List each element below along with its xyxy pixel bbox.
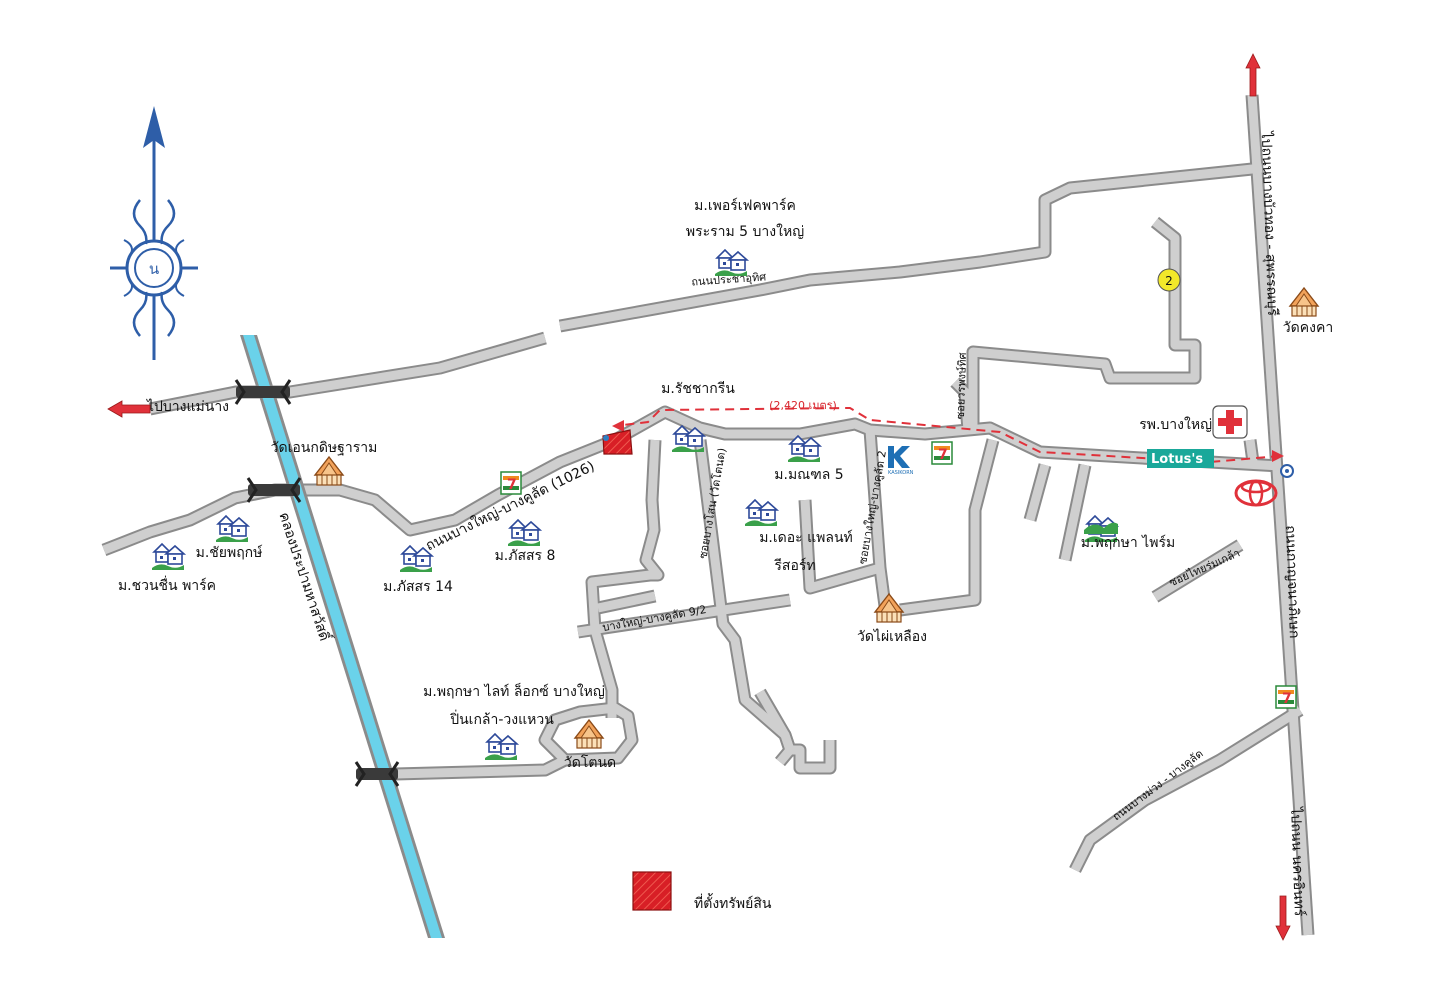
moncha-5-label: ม.มณฑล 5 xyxy=(774,467,843,483)
the-planet-label-2: รีสอร์ท xyxy=(774,557,816,574)
road-label-kanchanaphisek-bottom: ไปถนน นครอินทร์ xyxy=(1287,806,1308,917)
road-segment xyxy=(1247,94,1313,936)
road-segment xyxy=(800,429,885,593)
compass-letter: น xyxy=(149,260,159,278)
seven-eleven-icon xyxy=(500,471,522,495)
legend: ที่ตั้งทรัพย์สิน xyxy=(632,871,772,912)
phatsorn-14-label: ม.ภัสสร 14 xyxy=(383,579,453,595)
arrow-north xyxy=(1245,53,1261,97)
hospital-label: รพ.บางใหญ่ xyxy=(1139,416,1212,433)
lotus-label: Lotus's xyxy=(1151,452,1203,467)
phruksa-lite-label-2: ปิ่นเกล้า-วงแหวน xyxy=(450,710,555,728)
ratcha-green-label: ม.รัชชากรีน xyxy=(661,381,735,397)
legend-label: ที่ตั้งทรัพย์สิน xyxy=(694,893,772,912)
house-icon xyxy=(484,733,518,761)
property-marker xyxy=(602,429,633,455)
house-icon xyxy=(151,543,185,571)
road-segment xyxy=(587,439,663,718)
kasikorn-bank-icon: KASIKORN xyxy=(888,446,914,476)
road-label-prachautid: ถนนประชาอุทิศ xyxy=(691,270,767,288)
house-icon xyxy=(215,515,249,543)
arrow-west xyxy=(107,400,151,418)
kasikorn-label: KASIKORN xyxy=(888,470,914,476)
road-label-soi-wat-khun: ซอยวรพงษ์ทิศ xyxy=(954,352,969,419)
temple-icon xyxy=(314,456,344,486)
the-planet-label-1: ม.เดอะ แพลนท์ xyxy=(759,529,853,546)
phruksa-lite-label-1: ม.พฤกษา ไลท์ ล็อกซ์ บางใหญ่ xyxy=(423,682,605,700)
wat-khongkha-label: วัดคงคา xyxy=(1283,320,1333,336)
road-segment xyxy=(394,755,568,779)
chuan-chuen-label: ม.ชวนชื่น พาร์ค xyxy=(118,576,216,594)
hospital-icon xyxy=(1212,405,1248,439)
road-segment xyxy=(597,591,656,613)
bridge-middle xyxy=(246,477,302,503)
perfect-park-label-2: พระราม 5 บางใหญ่ xyxy=(686,223,804,240)
wat-phai-lueang-label: วัดไผ่เหลือง xyxy=(857,628,927,645)
road-label-bangmuang-bangkulad: ถนนบางม่วง - บางคูลัด xyxy=(1110,747,1205,823)
toyota-logo xyxy=(1234,479,1278,507)
route-number-marker: 2 xyxy=(1157,268,1181,292)
bridge-south xyxy=(354,761,400,787)
house-icon xyxy=(507,519,541,547)
seven-eleven-icon xyxy=(1275,685,1297,709)
road-label-kanchanaphisek-mid: ถนนกาญจนาภิเษก xyxy=(1282,525,1302,639)
phatsorn-8-label: ม.ภัสสร 8 xyxy=(495,548,556,564)
wat-en-kittitaram-label: วัดเอนกดิษฐาราม xyxy=(271,440,378,456)
lotus-logo: Lotus's xyxy=(1147,449,1214,468)
junction-icon xyxy=(1280,464,1294,478)
road-segment-outline xyxy=(558,161,1263,333)
arrow-south xyxy=(1275,895,1291,941)
wat-ton-label: วัดโตนด xyxy=(564,754,616,771)
road-segment xyxy=(899,438,998,615)
house-icon xyxy=(744,499,778,527)
distance-label: (2,420 เมตร) xyxy=(769,399,837,412)
road-segment xyxy=(1060,464,1090,561)
road-label-to-bang-mae-nang: ไปบางแม่นาง xyxy=(146,398,229,415)
chaiyaphruk-label: ม.ชัยพฤกษ์ xyxy=(196,544,263,561)
phruksa-prime-label: ม.พฤกษา ไพร์ม xyxy=(1081,534,1175,551)
seven-eleven-icon xyxy=(931,441,953,465)
road-segment xyxy=(1152,541,1243,601)
road-segment xyxy=(577,595,791,637)
road-segment xyxy=(1245,439,1258,463)
legend-swatch xyxy=(632,871,672,911)
canal xyxy=(240,335,445,938)
park-icon xyxy=(1084,522,1118,534)
road-segment xyxy=(559,163,1263,331)
road-segment xyxy=(1070,706,1303,873)
perfect-park-label-1: ม.เพอร์เฟคพาร์ค xyxy=(694,197,796,214)
route-number: 2 xyxy=(1165,274,1173,288)
road-segment xyxy=(1025,463,1050,522)
road-label-soi-pin-klao: ซอยไทยร่มเกล้า xyxy=(1167,546,1242,589)
bridge-north xyxy=(234,379,292,405)
road-label-kanchanaphisek-top: ไปถนนบางบัวทอง - สุพรรณบุรี xyxy=(1258,130,1281,316)
road-segment xyxy=(951,378,973,431)
road-segment xyxy=(756,689,835,773)
road-segment xyxy=(540,703,637,765)
temple-icon xyxy=(574,719,604,749)
temple-icon xyxy=(1289,287,1319,317)
north-compass: น xyxy=(110,106,198,360)
